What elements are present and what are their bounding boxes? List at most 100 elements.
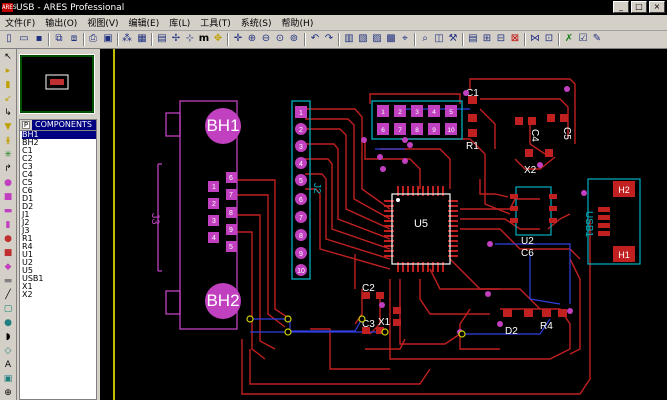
zoom-area-icon[interactable]: ⊚ bbox=[289, 33, 299, 44]
export-icon[interactable]: ⧈ bbox=[70, 33, 78, 44]
connectivity-icon[interactable]: ✳ bbox=[4, 150, 12, 160]
close-button[interactable]: × bbox=[649, 1, 665, 13]
new-file-icon[interactable]: ▯ bbox=[6, 33, 12, 44]
list-item[interactable]: J1 bbox=[22, 210, 30, 219]
ratsnest-mode-icon[interactable]: ᚕ bbox=[5, 136, 11, 146]
arc-icon[interactable]: ◗ bbox=[5, 332, 11, 342]
capacitor-c1[interactable]: C1 bbox=[466, 88, 479, 122]
zoom-in-icon[interactable]: ⊕ bbox=[247, 33, 257, 44]
pick-component-button[interactable]: P bbox=[22, 121, 30, 129]
path-icon[interactable]: ◇ bbox=[4, 346, 12, 356]
diode-d2[interactable]: D2 bbox=[503, 309, 533, 337]
mark-output-icon[interactable]: ▣ bbox=[103, 33, 113, 44]
package-icon[interactable]: ▮ bbox=[5, 80, 11, 90]
capacitor-c5[interactable]: C5 bbox=[547, 114, 572, 140]
block-rotate-icon[interactable]: ▨ bbox=[372, 33, 382, 44]
crystal-x1[interactable]: X1 bbox=[378, 307, 401, 328]
minimize-button[interactable]: _ bbox=[613, 1, 629, 13]
track-icon[interactable]: ↙ bbox=[4, 94, 12, 104]
mounting-hole-bh2[interactable] bbox=[205, 283, 241, 319]
open-folder-icon[interactable]: ▭ bbox=[19, 33, 29, 44]
chip-u5[interactable]: U5 bbox=[384, 186, 458, 272]
grid-icon[interactable]: ▤ bbox=[157, 33, 167, 44]
list-item[interactable]: BH1 bbox=[22, 131, 96, 139]
list-item[interactable]: C6 bbox=[22, 186, 33, 195]
list-item[interactable]: U2 bbox=[22, 258, 33, 267]
save-icon[interactable]: ▪ bbox=[35, 33, 43, 44]
check-icon[interactable]: ☑ bbox=[578, 33, 588, 44]
text-icon[interactable]: A bbox=[4, 360, 12, 370]
resistor-r4[interactable]: R4 bbox=[540, 309, 567, 332]
list-item[interactable]: BH2 bbox=[22, 138, 39, 147]
menu-system[interactable]: 系统(S) bbox=[240, 19, 272, 29]
header-j1[interactable]: 1 2 3 4 5 6 7 8 9 10 bbox=[371, 100, 463, 140]
route-icon[interactable]: ↱ bbox=[4, 164, 12, 174]
list-item[interactable]: C3 bbox=[22, 162, 33, 171]
via-icon[interactable]: ↳ bbox=[4, 108, 12, 118]
overview-preview[interactable] bbox=[19, 54, 95, 114]
capacitor-c2[interactable]: C2 bbox=[362, 283, 384, 299]
menu-output[interactable]: 输出(O) bbox=[45, 19, 78, 29]
marker-icon[interactable]: ⊕ bbox=[4, 388, 12, 398]
list-item[interactable]: J2 bbox=[22, 218, 30, 227]
header-j2[interactable]: 1 2 3 4 5 6 7 8 9 10 J2 bbox=[291, 100, 322, 280]
list-item[interactable]: C1 bbox=[22, 146, 33, 155]
netlist-icon[interactable]: ⊞ bbox=[482, 33, 492, 44]
import-icon[interactable]: ⧉ bbox=[55, 33, 63, 44]
list-item[interactable]: X2 bbox=[22, 290, 33, 299]
round-pad-icon[interactable]: ● bbox=[4, 178, 12, 188]
menu-file[interactable]: 文件(F) bbox=[5, 19, 36, 29]
refresh-icon[interactable]: ⁂ bbox=[122, 33, 132, 44]
pick-icon[interactable]: ⌖ bbox=[402, 33, 408, 44]
list-item[interactable]: C5 bbox=[22, 178, 33, 187]
list-item[interactable]: D2 bbox=[22, 202, 34, 211]
mounting-hole-bh1[interactable] bbox=[205, 108, 241, 144]
menu-help[interactable]: 帮助(H) bbox=[281, 19, 314, 29]
edge-pad-icon[interactable]: ▮ bbox=[5, 220, 11, 230]
zone-icon[interactable]: ▼ bbox=[4, 122, 12, 132]
menu-edit[interactable]: 编辑(E) bbox=[128, 19, 160, 29]
annotate-icon[interactable]: ✎ bbox=[592, 33, 602, 44]
snap-icon[interactable]: ⊹ bbox=[185, 33, 195, 44]
list-item[interactable]: U5 bbox=[22, 266, 33, 275]
list-item[interactable]: USB1 bbox=[22, 274, 44, 283]
layers-icon[interactable]: ▦ bbox=[137, 33, 147, 44]
select-arrow-icon[interactable]: ↖ bbox=[4, 52, 12, 62]
autoroute-icon[interactable]: ⋈ bbox=[530, 33, 540, 44]
ratsnest-icon[interactable]: ✗ bbox=[564, 33, 574, 44]
pcb-layout[interactable]: BH1 BH2 J3 1 6 2 7 3 8 4 9 5 1 2 3 4 5 6… bbox=[100, 49, 667, 400]
undo-icon[interactable]: ↶ bbox=[310, 33, 320, 44]
drc-icon[interactable]: ⊠ bbox=[510, 33, 520, 44]
menu-view[interactable]: 视图(V) bbox=[87, 19, 119, 29]
pad-stack-icon[interactable]: ◆ bbox=[4, 262, 12, 272]
circle-icon[interactable]: ● bbox=[4, 318, 12, 328]
dil-pad-icon[interactable]: ▬ bbox=[3, 206, 13, 216]
line-icon[interactable]: ╱ bbox=[5, 290, 11, 300]
origin-icon[interactable]: ✢ bbox=[171, 33, 181, 44]
maximize-button[interactable]: □ bbox=[631, 1, 647, 13]
library-icon[interactable]: ◫ bbox=[434, 33, 444, 44]
pcb-editor-canvas[interactable]: BH1 BH2 J3 1 6 2 7 3 8 4 9 5 1 2 3 4 5 6… bbox=[100, 49, 667, 400]
chip-u2[interactable]: U2 C6 bbox=[510, 186, 557, 259]
polygon-pad-icon[interactable]: ■ bbox=[3, 248, 13, 258]
autoplace-icon[interactable]: ⊡ bbox=[544, 33, 554, 44]
list-item[interactable]: X1 bbox=[22, 282, 33, 291]
component-icon[interactable]: ▸ bbox=[5, 66, 11, 76]
menu-library[interactable]: 库(L) bbox=[169, 19, 191, 29]
list-item[interactable]: U1 bbox=[22, 250, 33, 259]
usb-connector-usb1[interactable]: H2 H1 USB1 bbox=[583, 178, 641, 265]
crystal-x2[interactable]: X2 bbox=[524, 149, 553, 176]
search-icon[interactable]: ⌕ bbox=[422, 33, 428, 44]
list-item[interactable]: C4 bbox=[22, 170, 33, 179]
bom-icon[interactable]: ▤ bbox=[468, 33, 478, 44]
block-copy-icon[interactable]: ▥ bbox=[344, 33, 354, 44]
symbol-icon[interactable]: ▣ bbox=[3, 374, 13, 384]
block-delete-icon[interactable]: ▩ bbox=[386, 33, 396, 44]
list-item[interactable]: R1 bbox=[22, 234, 33, 243]
smt-pad-icon[interactable]: ● bbox=[4, 234, 12, 244]
redo-icon[interactable]: ↷ bbox=[324, 33, 334, 44]
list-item[interactable]: C2 bbox=[22, 154, 33, 163]
square-pad-icon[interactable]: ■ bbox=[3, 192, 13, 202]
connector-j3[interactable]: BH1 BH2 J3 1 6 2 7 3 8 4 9 5 bbox=[149, 100, 241, 330]
menu-tools[interactable]: 工具(T) bbox=[200, 19, 231, 29]
